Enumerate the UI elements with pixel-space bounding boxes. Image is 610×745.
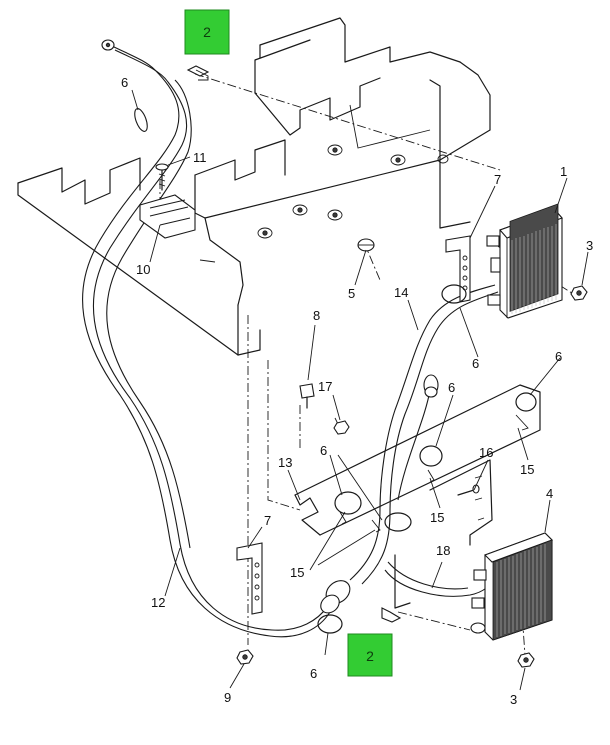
lower-plate xyxy=(294,384,541,609)
nut-3-upper xyxy=(570,285,588,301)
callout-13: 13 xyxy=(278,455,292,470)
callout-11: 11 xyxy=(193,150,207,165)
callout-6-rightmid: 6 xyxy=(555,349,562,364)
callout-17: 17 xyxy=(318,379,332,394)
callout-3-upper: 3 xyxy=(586,238,593,253)
callout-6-rightupper: 6 xyxy=(472,356,479,371)
fitting-5 xyxy=(357,238,375,252)
callout-6-mid: 6 xyxy=(448,380,455,395)
callout-1: 1 xyxy=(560,164,567,179)
harness-14 xyxy=(349,284,499,585)
upper-bracket xyxy=(17,17,491,356)
callout-15-left: 15 xyxy=(290,565,304,580)
bracket-7-lower xyxy=(236,542,263,615)
heater-1 xyxy=(486,203,563,319)
tag-2-lower-label: 2 xyxy=(366,648,374,664)
callout-15-center: 15 xyxy=(430,510,444,525)
nut-9 xyxy=(236,649,254,665)
harness-12 xyxy=(82,39,351,638)
callout-3-lower: 3 xyxy=(510,692,517,707)
bolt-8 xyxy=(299,383,315,409)
callout-14: 14 xyxy=(394,285,408,300)
callout-9: 9 xyxy=(224,690,231,705)
callout-6-center: 6 xyxy=(320,443,327,458)
callout-8: 8 xyxy=(313,308,320,323)
nut-17 xyxy=(333,420,350,435)
bolt-2-upper xyxy=(186,65,210,81)
callout-18: 18 xyxy=(436,543,450,558)
clip-10 xyxy=(139,194,196,239)
callout-10: 10 xyxy=(136,262,150,277)
nut-3-lower xyxy=(517,652,535,668)
callout-16: 16 xyxy=(479,445,493,460)
bolt-2-lower xyxy=(381,607,402,623)
heater-4 xyxy=(470,532,553,641)
callout-15-right: 15 xyxy=(520,462,534,477)
screw-11 xyxy=(155,163,169,191)
clamps xyxy=(134,108,537,634)
tag-2-lower: 2 xyxy=(347,633,393,677)
callout-labels: 1 3 4 3 5 6 11 10 7 7 8 9 12 13 14 6 6 6… xyxy=(121,75,593,707)
callout-4: 4 xyxy=(546,486,553,501)
callout-6-bottom: 6 xyxy=(310,666,317,681)
callout-7-upper: 7 xyxy=(494,172,501,187)
callout-7-lower: 7 xyxy=(264,513,271,528)
tag-2-upper-label: 2 xyxy=(203,24,211,40)
bracket-7-upper xyxy=(445,235,471,303)
leader-lines xyxy=(131,89,589,691)
callout-5: 5 xyxy=(348,286,355,301)
callout-12: 12 xyxy=(151,595,165,610)
callout-6-topleft: 6 xyxy=(121,75,128,90)
tag-2-upper: 2 xyxy=(184,9,230,55)
